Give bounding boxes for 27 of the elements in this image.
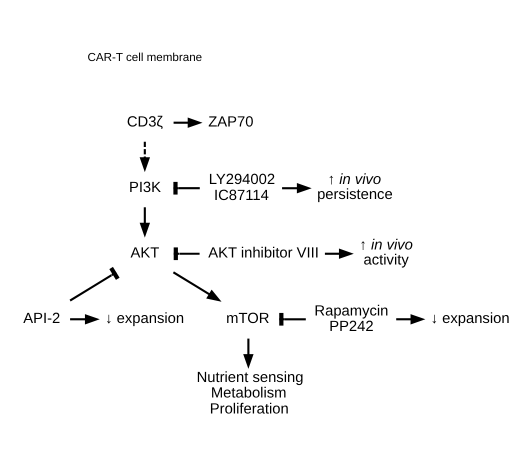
arrow: [243, 338, 254, 369]
arrow: [140, 142, 150, 172]
node-text: AKT: [130, 246, 160, 262]
node-text: LY294002 IC87114: [208, 172, 276, 204]
arrow: [396, 314, 426, 324]
node-text: ZAP70: [208, 114, 254, 131]
node-text: CD3ζ: [126, 114, 163, 131]
label: CAR-T cell membrane: [88, 51, 202, 64]
node-text: ↓ expansion: [430, 311, 510, 328]
node-text: Nutrient sensing Metabolism Proliferation: [196, 370, 304, 418]
node-text: AKT inhibitor VIII: [208, 246, 319, 262]
node-text: PI3K: [128, 180, 162, 196]
arrow: [140, 207, 150, 238]
node-text: API-2: [23, 311, 60, 328]
arrow: [282, 183, 312, 194]
connector: [70, 266, 120, 302]
arrow: [174, 118, 203, 128]
connector: [279, 312, 306, 326]
node-text: ↑ in vivo persistence: [317, 172, 393, 204]
arrow: [324, 248, 354, 259]
connector: [174, 247, 200, 260]
node-text: ↑ in vivo activity: [359, 238, 413, 269]
arrow: [70, 314, 100, 324]
node-text: ↓ expansion: [105, 311, 184, 328]
node-text: mTOR: [226, 311, 270, 328]
node-text: Rapamycin PP242: [314, 303, 388, 336]
arrow: [172, 271, 222, 302]
